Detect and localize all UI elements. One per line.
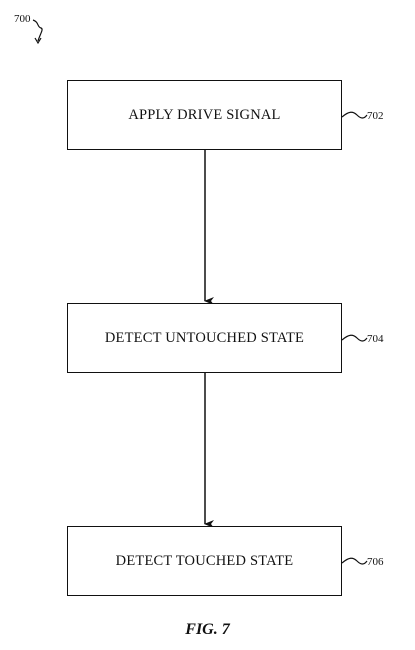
step-reference-number: 704 [367,333,384,345]
leader-704 [341,334,368,342]
figure-ref-arrowtip [34,37,42,45]
step-label: DETECT UNTOUCHED STATE [104,329,305,346]
step-label: APPLY DRIVE SIGNAL [128,106,281,123]
figure-reference-number: 700 [14,13,31,25]
step-box-detect-touched-state: DETECT TOUCHED STATE [67,526,342,596]
step-label: DETECT TOUCHED STATE [115,552,294,569]
step-box-apply-drive-signal: APPLY DRIVE SIGNAL [67,80,342,150]
step-reference-number: 706 [367,556,384,568]
figure-ref-squiggle [32,19,43,42]
step-box-detect-untouched-state: DETECT UNTOUCHED STATE [67,303,342,373]
leader-706 [341,557,368,565]
step-reference-number: 702 [367,110,384,122]
leader-702 [341,111,368,119]
figure-caption: FIG. 7 [185,621,230,638]
